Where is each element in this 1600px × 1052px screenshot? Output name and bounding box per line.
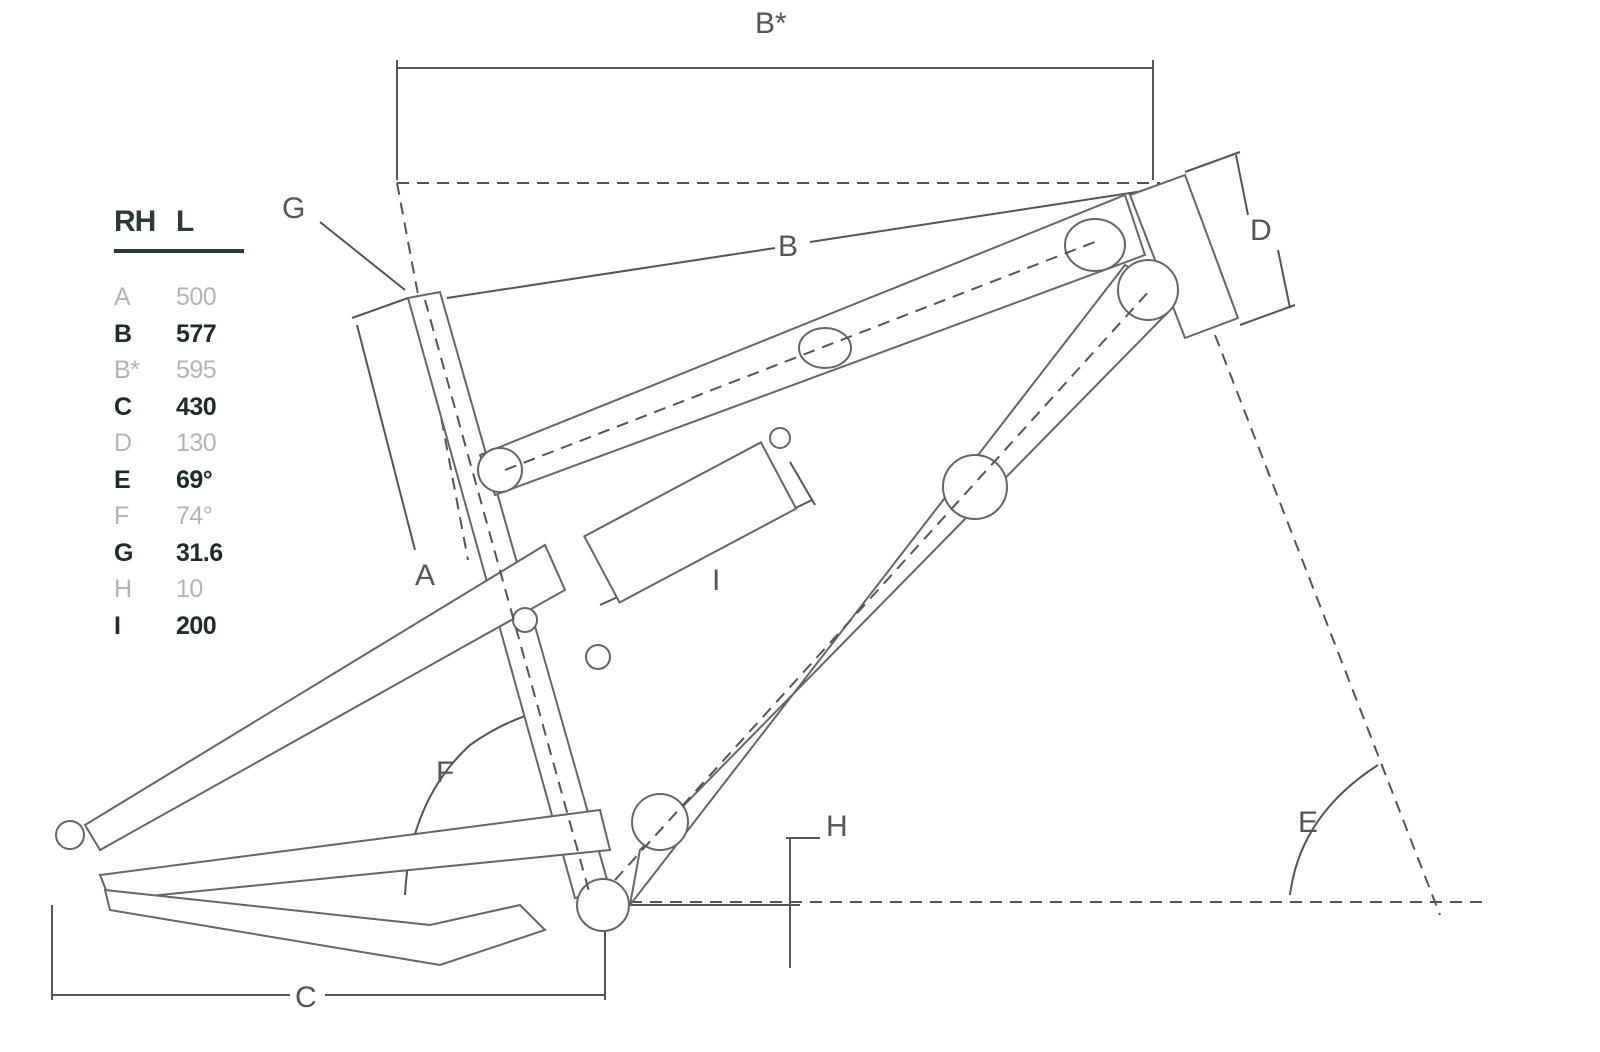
label-b-star: B*	[755, 7, 787, 40]
dimension-c: C	[51, 905, 606, 1014]
row-key: F	[114, 502, 129, 530]
label-b: B	[778, 230, 798, 263]
table-row: C 430	[114, 389, 244, 426]
table-row: F 74°	[114, 498, 244, 535]
row-value: 200	[176, 611, 217, 640]
table-row: E 69°	[114, 462, 244, 499]
row-key: A	[114, 283, 131, 311]
shock-body	[582, 441, 798, 604]
row-value: 500	[176, 283, 217, 311]
lower-stay	[103, 888, 547, 967]
row-value: 69°	[176, 465, 213, 494]
header-rh: RH	[114, 205, 156, 238]
dimension-b: B	[446, 189, 1151, 299]
bottom-bracket	[576, 878, 630, 932]
frame	[55, 173, 1240, 967]
table-row: H 10	[114, 571, 244, 608]
table-row: B 577	[114, 316, 244, 353]
label-c: C	[295, 981, 317, 1014]
row-value: 74°	[176, 502, 213, 530]
row-key: H	[114, 575, 132, 603]
label-e: E	[1298, 806, 1318, 839]
table-header: RH L	[114, 205, 244, 253]
dimension-e: E	[610, 334, 1490, 916]
table-row: A 500	[114, 279, 244, 316]
table-row: B* 595	[114, 352, 244, 389]
seatstay	[83, 543, 567, 852]
top-labels: I	[712, 564, 720, 597]
row-value: 31.6	[176, 538, 223, 567]
dimension-g: G	[282, 192, 406, 291]
row-value: 130	[176, 429, 217, 457]
label-g: G	[282, 192, 305, 225]
table-row: D 130	[114, 425, 244, 462]
table-row: I 200	[114, 608, 244, 645]
row-key: G	[114, 538, 133, 567]
row-key: C	[114, 392, 132, 421]
row-key: B	[114, 319, 132, 348]
label-a: A	[415, 559, 435, 592]
label-h: H	[826, 810, 848, 843]
label-f: F	[436, 756, 454, 789]
dimension-a: A	[351, 297, 435, 592]
header-l: L	[176, 205, 194, 238]
table-row: G 31.6	[114, 535, 244, 572]
chainstay	[98, 808, 612, 902]
label-d: D	[1250, 214, 1272, 247]
rear-axle	[55, 820, 85, 850]
row-value: 595	[176, 356, 217, 384]
row-value: 10	[176, 575, 203, 603]
geometry-table: RH L A 500 B 577 B* 595 C 430 D 130 E 69° F 74°…	[114, 205, 244, 644]
row-key: D	[114, 429, 132, 457]
row-value: 577	[176, 319, 217, 348]
dimension-d: D	[1184, 151, 1296, 326]
row-value: 430	[176, 392, 217, 421]
row-key: I	[114, 611, 121, 640]
label-i: I	[712, 564, 720, 597]
row-key: E	[114, 465, 131, 494]
row-key: B*	[114, 356, 140, 384]
